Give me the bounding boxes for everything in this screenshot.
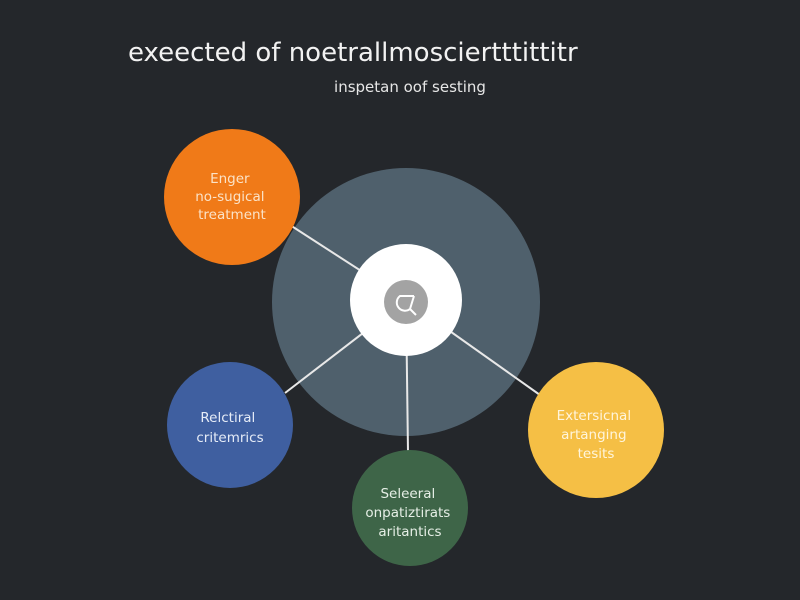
node-yellow: Extersicnal artanging tesits [528,362,664,498]
diagram-subtitle: inspetan oof sesting [334,78,486,96]
node-blue: Relctiral critemrics [167,362,293,488]
node-orange: Enger no-sugical treatment [164,129,300,265]
node-label: Enger no-sugical treatment [195,171,269,223]
node-label: Relctiral critemrics [196,410,263,446]
node-label: Seleeral onpatiztirats aritantics [365,486,454,540]
node-green: Seleeral onpatiztirats aritantics [352,450,468,566]
diagram-title: exeected of noetrallmosciertttittitr [128,38,578,68]
node-label: Extersicnal artanging tesits [557,408,636,462]
q-logo-icon [384,280,428,324]
